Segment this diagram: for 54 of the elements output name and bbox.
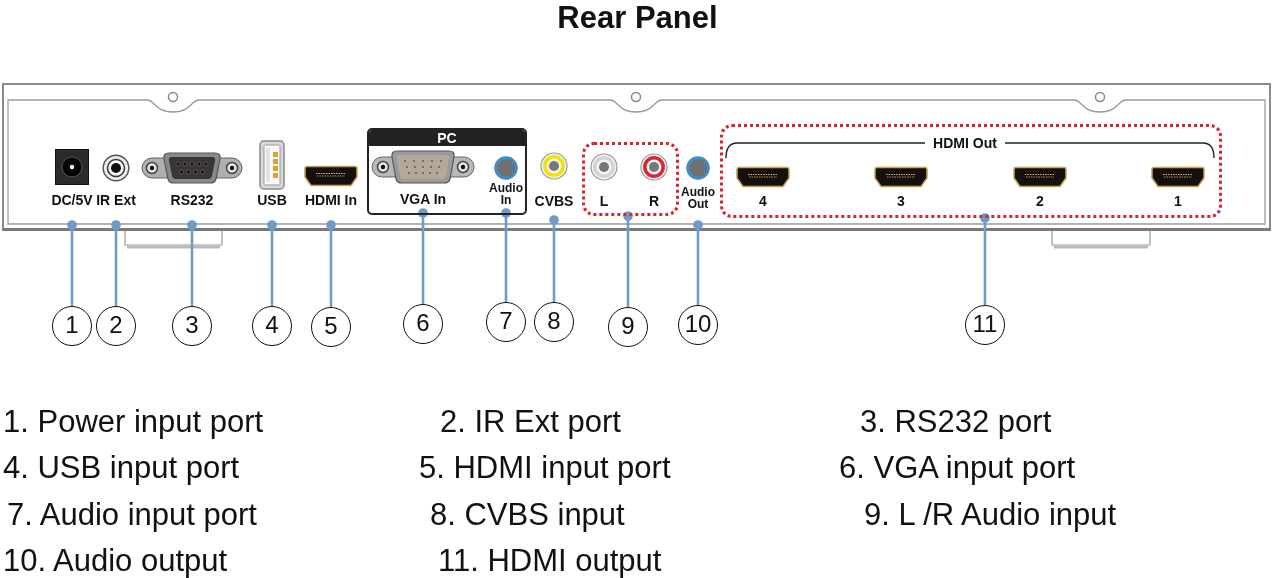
title: Rear Panel [557, 1, 718, 35]
callout-number: 5 [311, 307, 351, 347]
port-label: 3 [897, 193, 905, 209]
port-label: RS232 [170, 192, 214, 208]
port-label: 2 [1036, 193, 1044, 209]
callout-number: 8 [534, 302, 574, 342]
callout-number: 10 [678, 305, 718, 345]
leader-line [549, 215, 559, 302]
leader-line [267, 220, 277, 306]
callout-number: 7 [486, 302, 526, 342]
port-group-frame [367, 128, 527, 215]
leader-line [980, 213, 990, 305]
callout-number: 3 [172, 306, 212, 346]
callout-number: 9 [608, 307, 648, 347]
group-heading: PC [369, 130, 525, 146]
port-label: L [599, 193, 609, 209]
group-heading: HDMI Out [933, 135, 997, 151]
port-description: 9. L /R Audio input [864, 498, 1117, 532]
callout-number: 6 [403, 304, 443, 344]
callout-number: 11 [965, 305, 1005, 345]
port-label: CVBS [534, 193, 574, 209]
dotted-highlight-frame [582, 142, 679, 216]
port-description: 11. HDMI output [438, 544, 662, 578]
port-description: 5. HDMI input port [419, 451, 671, 485]
leader-line [67, 220, 77, 306]
port-description: 6. VGA input port [839, 451, 1076, 485]
port-description: 1. Power input port [3, 405, 264, 439]
port-label: 4 [759, 193, 767, 209]
leader-line [326, 220, 336, 307]
port-label: DC/5V [51, 192, 93, 208]
port-group-frame [720, 124, 1222, 218]
port-label: USB [257, 192, 287, 208]
leader-line [187, 220, 197, 306]
port-label: Audio In [488, 182, 524, 206]
port-label: 1 [1174, 193, 1182, 209]
port-label: R [648, 193, 660, 209]
leader-line [501, 208, 511, 302]
port-label: HDMI In [304, 192, 358, 208]
leader-line [111, 220, 121, 306]
leader-line [623, 211, 633, 307]
callout-number: 2 [96, 306, 136, 346]
port-description: 4. USB input port [3, 451, 240, 485]
port-label: Audio Out [680, 186, 716, 210]
leader-line [418, 208, 428, 304]
port-label: IR Ext [96, 192, 136, 208]
callout-number: 1 [52, 306, 92, 346]
port-description: 8. CVBS input [430, 498, 625, 532]
port-label: VGA In [399, 191, 447, 207]
port-description: 3. RS232 port [860, 405, 1052, 439]
port-description: 7. Audio input port [7, 498, 257, 532]
callout-number: 4 [252, 306, 292, 346]
port-description: 2. IR Ext port [440, 405, 621, 439]
leader-line [693, 220, 703, 305]
port-description: 10. Audio output [3, 544, 228, 578]
